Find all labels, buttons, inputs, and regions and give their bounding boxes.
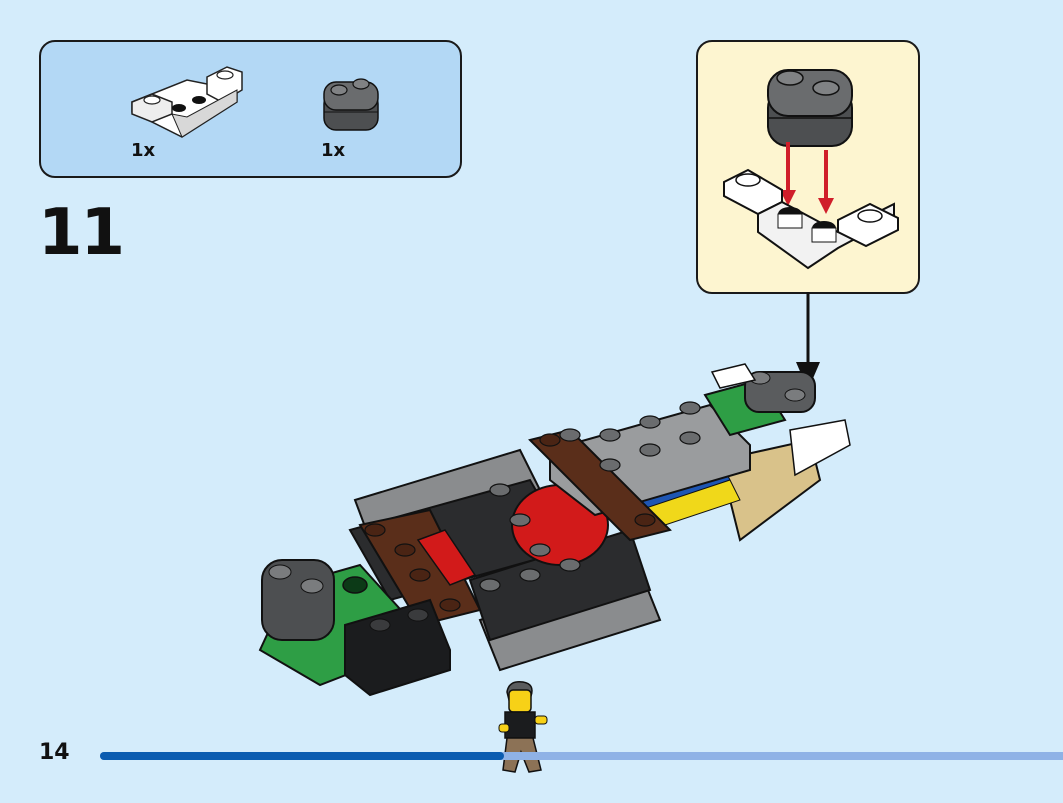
page-number: 14 [39,740,70,765]
progress-bar [100,752,1063,760]
step-number: 11 [38,196,125,270]
part-quantity: 1x [131,140,156,161]
parts-list-panel: 1x 1x [39,40,462,178]
minifigure-icon [498,680,548,773]
build-model-illustration [258,363,851,697]
white-bracket-plate-icon [131,66,243,138]
parts-list-item: 1x [127,62,247,161]
dark-gray-round-plate-icon [323,78,379,131]
subassembly-callout [696,40,920,294]
subassembly-illustration [723,69,899,270]
part-quantity: 1x [321,140,346,161]
placement-arrow-icon [780,142,834,214]
parts-list-item: 1x [321,72,381,161]
progress-bar-fill [100,752,505,760]
